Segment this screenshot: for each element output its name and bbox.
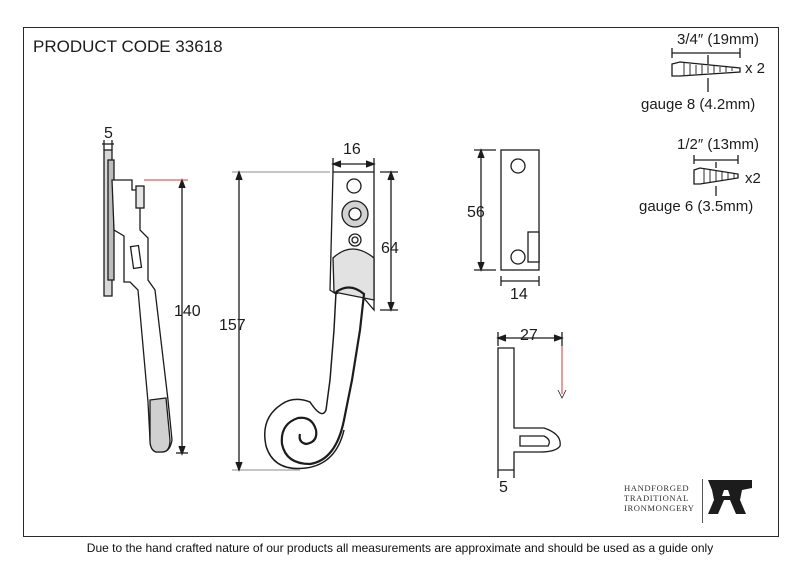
disclaimer-footer: Due to the hand crafted nature of our pr… bbox=[86, 541, 714, 555]
brand-line-3: IRONMONGERY bbox=[624, 503, 695, 513]
keep-width-dimension bbox=[500, 276, 540, 286]
keep-height-dimension bbox=[474, 148, 496, 272]
hook-depth-dimension bbox=[497, 470, 515, 478]
brand-line-1: HANDFORGED bbox=[624, 483, 690, 493]
keep-width-label: 14 bbox=[510, 286, 528, 303]
hook-width-label: 27 bbox=[520, 327, 538, 344]
front-body-dimension bbox=[380, 170, 398, 312]
keep-height-label: 56 bbox=[467, 204, 485, 221]
screw-1-quantity: x 2 bbox=[745, 60, 766, 77]
screw-13mm-drawing bbox=[693, 155, 739, 196]
screw-2-length: 1/2″ (13mm) bbox=[677, 136, 759, 153]
anvil-logo bbox=[708, 480, 752, 514]
front-view-drawing bbox=[264, 171, 375, 470]
brand-text: HANDFORGED TRADITIONAL IRONMONGERY bbox=[624, 483, 695, 513]
hook-depth-label: 5 bbox=[499, 479, 508, 496]
screw-2-gauge: gauge 6 (3.5mm) bbox=[639, 198, 754, 215]
screw-19mm-drawing bbox=[671, 48, 741, 92]
drawing-frame bbox=[23, 27, 779, 537]
brand-divider bbox=[702, 479, 703, 523]
hook-drawing bbox=[497, 347, 561, 471]
screw-2-quantity: x2 bbox=[745, 170, 761, 187]
hook-width-dimension bbox=[496, 332, 564, 346]
screw-1-gauge: gauge 8 (4.2mm) bbox=[641, 96, 756, 113]
keep-drawing bbox=[500, 149, 540, 271]
front-width-dimension bbox=[331, 158, 376, 172]
front-body-height-label: 64 bbox=[381, 240, 399, 257]
front-total-dimension bbox=[232, 170, 330, 472]
side-depth-label: 5 bbox=[104, 125, 113, 142]
side-height-label: 140 bbox=[174, 303, 201, 320]
front-width-label: 16 bbox=[343, 141, 361, 158]
product-code-title: PRODUCT CODE 33618 bbox=[33, 37, 223, 56]
side-depth-dimension bbox=[102, 140, 114, 150]
brand-line-2: TRADITIONAL bbox=[624, 493, 689, 503]
front-total-height-label: 157 bbox=[219, 317, 246, 334]
side-view-drawing bbox=[103, 149, 173, 453]
screw-1-length: 3/4″ (19mm) bbox=[677, 31, 759, 48]
